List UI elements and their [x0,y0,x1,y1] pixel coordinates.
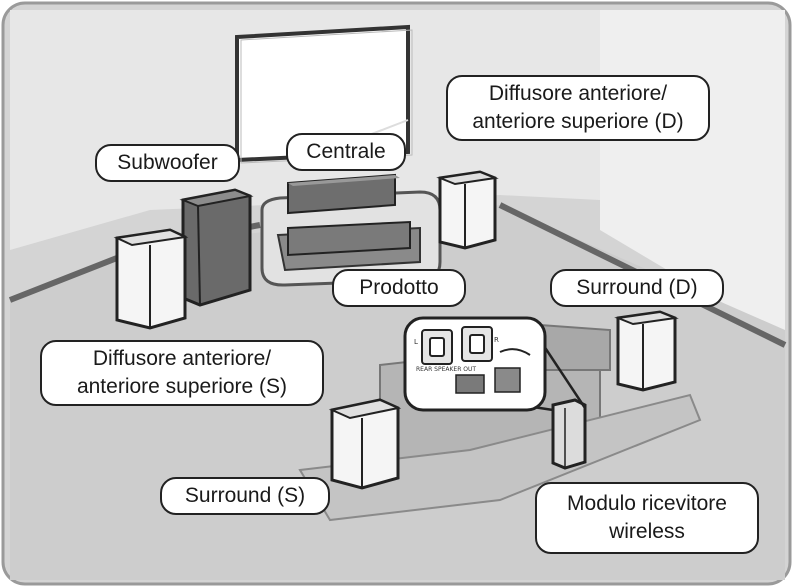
label-prodotto-text: Prodotto [359,276,439,299]
front-left-speaker [113,228,189,330]
front-right-speaker [436,170,499,250]
label-prodotto: Prodotto [332,269,466,307]
rug [298,393,702,522]
product-unit [287,220,411,257]
label-centrale-text: Centrale [306,140,386,163]
inset-pointer-right [538,339,587,409]
inset-right-channel: R [494,336,499,344]
label-front-right-line1: Diffusore anteriore/ [488,82,668,105]
label-wireless-line2: wireless [609,520,685,543]
label-surround-right: Surround (D) [550,269,724,307]
rear-panel-inset [403,316,547,412]
label-front-right-line2: anteriore superiore (D) [472,110,684,133]
label-wireless-module: Modulo ricevitore wireless [535,482,759,554]
inset-left-channel: L [414,338,418,346]
label-surround-right-text: Surround (D) [576,276,698,299]
label-front-left-line1: Diffusore anteriore/ [92,347,272,370]
center-soundbar [287,173,400,215]
inset-port-caption: REAR SPEAKER OUT [416,366,477,373]
surround-left-speaker [328,398,402,490]
subwoofer-speaker [179,188,254,307]
wireless-receiver-module [551,398,587,470]
label-front-right: Diffusore anteriore/ anteriore superiore… [446,75,710,141]
label-wireless-line1: Modulo ricevitore [567,492,727,515]
label-subwoofer-text: Subwoofer [117,151,218,174]
label-surround-left-text: Surround (S) [184,484,306,507]
label-front-left-line2: anteriore superiore (S) [76,375,288,398]
surround-right-speaker [614,310,679,392]
label-subwoofer: Subwoofer [95,144,240,182]
label-centrale: Centrale [286,133,406,171]
label-surround-left: Surround (S) [160,477,330,515]
label-front-left: Diffusore anteriore/ anteriore superiore… [40,340,324,406]
